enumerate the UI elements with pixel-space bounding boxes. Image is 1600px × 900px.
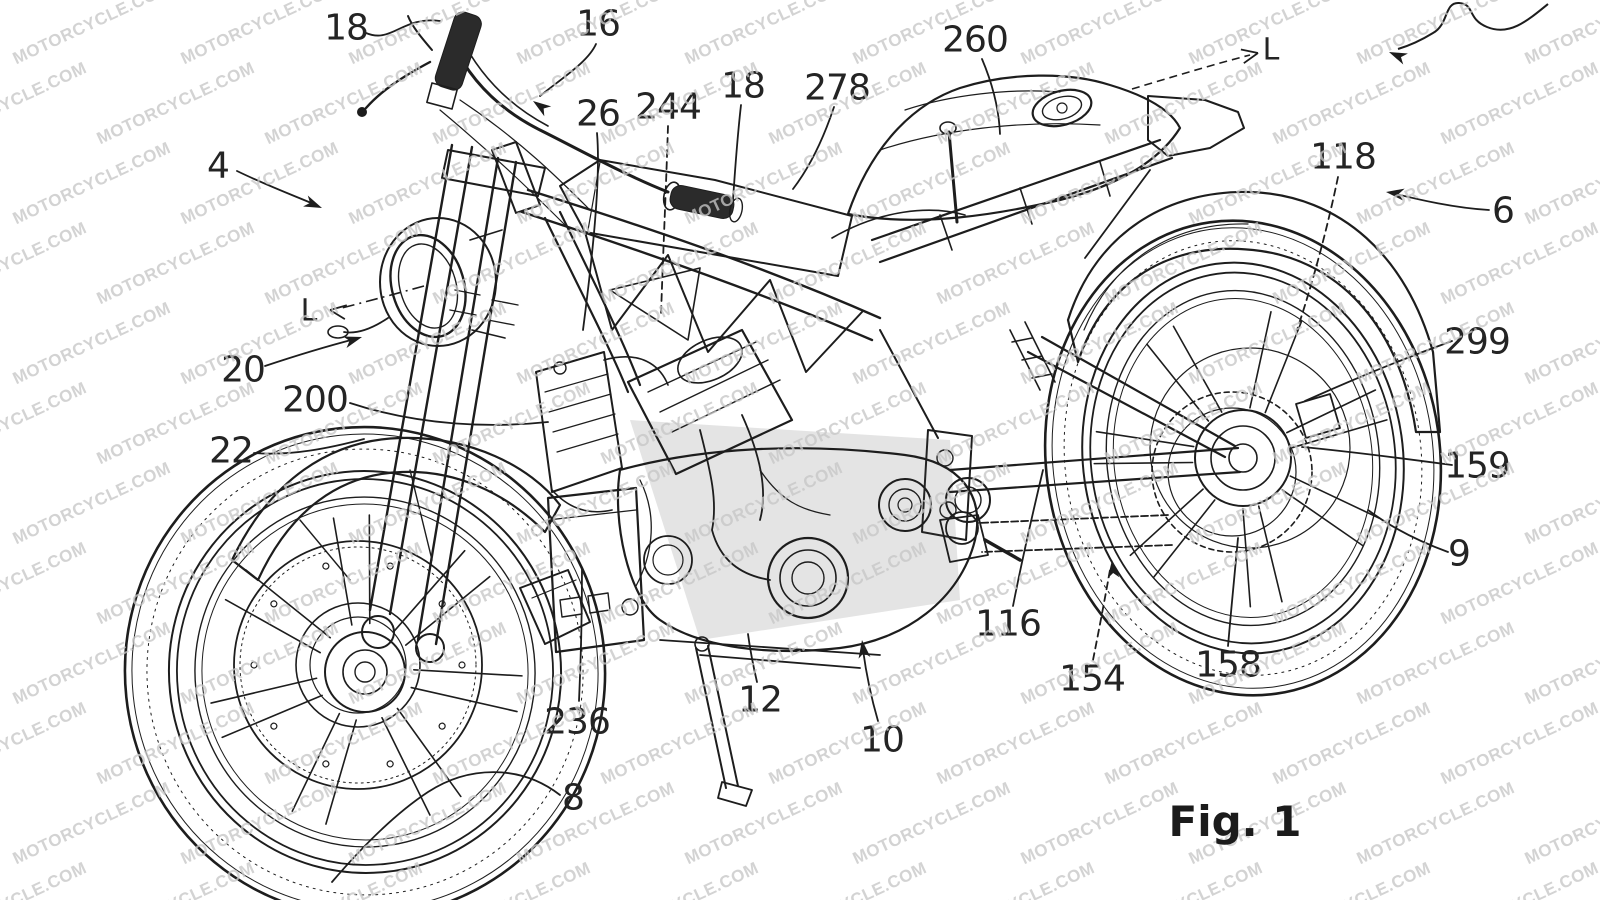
direction-arrowhead — [1241, 46, 1260, 63]
leader-line-18b — [733, 105, 741, 200]
swingarm — [950, 322, 1340, 552]
handlebar — [357, 10, 744, 230]
leader-line-10 — [863, 650, 878, 721]
leader-line-236 — [579, 568, 582, 701]
front-fork — [362, 145, 545, 662]
leader-line-16 — [540, 44, 596, 96]
ref-label-200: 200 — [282, 380, 348, 421]
ref-label-4: 4 — [207, 146, 229, 187]
leader-line-260 — [982, 59, 1000, 134]
ref-label-116: 116 — [975, 604, 1041, 645]
ref-label-18b: 18 — [721, 66, 765, 107]
ref-label-9: 9 — [1448, 534, 1470, 575]
leader-line-4 — [237, 171, 316, 205]
leader-line-159 — [1302, 447, 1452, 465]
leader-line-6 — [1392, 193, 1489, 210]
headlight — [328, 218, 505, 346]
leader-arrowhead — [1389, 52, 1408, 65]
figure-caption: Fig. 1 — [1168, 797, 1302, 846]
leader-arrowhead — [303, 195, 322, 208]
ref-label-154: 154 — [1059, 659, 1125, 700]
rear-fender — [1068, 170, 1440, 432]
direction-label-L-right: L — [1263, 33, 1280, 68]
ref-label-26: 26 — [576, 94, 620, 135]
leader-arrowhead — [533, 101, 552, 117]
leader-line-20 — [265, 339, 355, 366]
leader-line-18a — [366, 20, 440, 35]
ref-labels-layer: 18 16 260 26 244 18 278 118 6 4 20 200 22 299 159 9 116 1… — [207, 4, 1515, 819]
ref-label-118: 118 — [1310, 137, 1376, 178]
rear-wheel — [1015, 195, 1471, 721]
ref-label-159: 159 — [1444, 446, 1510, 487]
fuel-tank-and-seat — [560, 76, 1244, 340]
flourish-squiggle-arrow — [1398, 3, 1548, 49]
leader-lines-layer — [237, 3, 1548, 882]
ref-label-260: 260 — [942, 20, 1008, 61]
leader-arrowhead — [1107, 560, 1120, 579]
leader-line-200 — [350, 403, 548, 425]
leader-arrowhead — [858, 640, 871, 659]
ref-label-16: 16 — [576, 4, 620, 45]
direction-label-L-left: L — [301, 294, 318, 329]
ref-label-20: 20 — [221, 350, 265, 391]
leader-line-299 — [1305, 341, 1452, 401]
leader-line-9 — [1368, 510, 1448, 552]
leader-arrowhead — [1386, 188, 1405, 201]
ref-label-8: 8 — [562, 778, 584, 819]
leader-line-26 — [583, 133, 598, 330]
ref-label-18a: 18 — [324, 8, 368, 49]
engine — [536, 328, 1020, 806]
ref-label-244: 244 — [635, 87, 701, 128]
ref-label-299: 299 — [1444, 322, 1510, 363]
leader-line-158 — [1228, 538, 1238, 646]
leader-line-12 — [748, 634, 757, 682]
leader-line-116 — [1013, 470, 1043, 606]
ref-label-6: 6 — [1492, 191, 1514, 232]
direction-line-L-right — [1132, 55, 1250, 89]
leader-arrowhead — [343, 336, 362, 349]
ref-label-278: 278 — [804, 68, 870, 109]
leader-line-8 — [332, 772, 560, 882]
ref-label-236: 236 — [544, 702, 610, 743]
leader-line-278 — [793, 107, 834, 189]
leader-line-118 — [1297, 177, 1338, 330]
ref-label-158: 158 — [1195, 645, 1261, 686]
ref-label-12: 12 — [738, 680, 782, 721]
direction-line-L-left — [338, 286, 424, 309]
ref-label-22: 22 — [209, 431, 253, 472]
leader-line-22 — [254, 439, 364, 454]
ref-label-10: 10 — [860, 720, 904, 761]
direction-arrowhead — [329, 303, 347, 319]
leader-line-244 — [661, 126, 668, 315]
